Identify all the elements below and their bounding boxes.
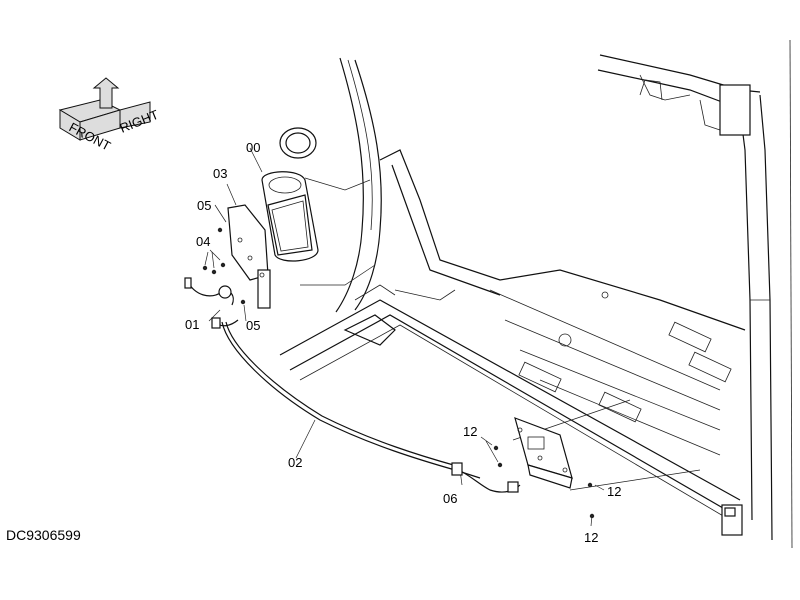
monitor-bracket: [227, 204, 271, 309]
monitor-assembly: [261, 171, 319, 262]
callout-12-top: 12: [463, 424, 477, 439]
cable-02: [221, 321, 481, 479]
harness-01: [184, 277, 239, 329]
callout-05-upper: 05: [197, 198, 211, 213]
orientation-arrow-icon: FRONT RIGHT: [58, 77, 161, 154]
grab-handle-ring: [279, 127, 317, 159]
controller-unit: [514, 417, 573, 489]
callout-03: 03: [213, 166, 227, 181]
cab-frame: [279, 39, 793, 549]
callout-04: 04: [196, 234, 210, 249]
drawing-code: DC9306599: [6, 527, 81, 543]
callout-00: 00: [246, 140, 260, 155]
callout-12-right: 12: [607, 484, 621, 499]
screws: [202, 227, 595, 519]
callout-06: 06: [443, 491, 457, 506]
callout-02: 02: [288, 455, 302, 470]
callout-01: 01: [185, 317, 199, 332]
callout-12-bottom: 12: [584, 530, 598, 545]
harness-06: [451, 462, 521, 493]
callout-05-lower: 05: [246, 318, 260, 333]
